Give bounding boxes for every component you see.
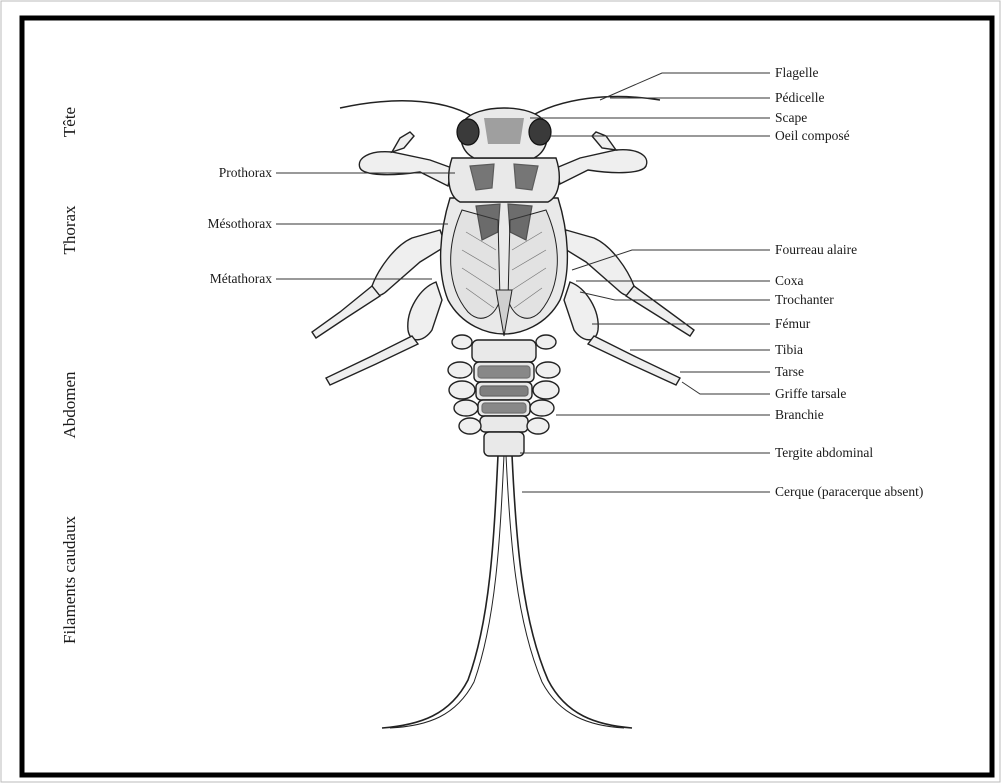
region-thorax-label: Thorax xyxy=(60,205,79,255)
label-cerque: Cerque (paracerque absent) xyxy=(775,484,923,499)
compound-eye-right xyxy=(529,119,551,145)
label-fourreau: Fourreau alaire xyxy=(775,242,857,257)
label-branchie: Branchie xyxy=(775,407,824,422)
label-mesothorax: Mésothorax xyxy=(208,216,273,231)
region-head-label: Tête xyxy=(60,107,79,137)
label-coxa: Coxa xyxy=(775,273,804,288)
compound-eye-left xyxy=(457,119,479,145)
label-tibia: Tibia xyxy=(775,342,803,357)
label-griffe: Griffe tarsale xyxy=(775,386,846,401)
region-abdomen-label: Abdomen xyxy=(60,371,79,439)
prothorax xyxy=(449,158,560,202)
label-pedicelle: Pédicelle xyxy=(775,90,824,105)
label-oeil: Oeil composé xyxy=(775,128,850,143)
region-tail-label: Filaments caudaux xyxy=(60,516,79,644)
label-metathorax: Métathorax xyxy=(210,271,272,286)
label-scape: Scape xyxy=(775,110,807,125)
label-femur: Fémur xyxy=(775,316,811,331)
label-flagelle: Flagelle xyxy=(775,65,819,80)
label-tergite: Tergite abdominal xyxy=(775,445,873,460)
label-tarse: Tarse xyxy=(775,364,804,379)
label-trochanter: Trochanter xyxy=(775,292,834,307)
label-prothorax: Prothorax xyxy=(219,165,272,180)
